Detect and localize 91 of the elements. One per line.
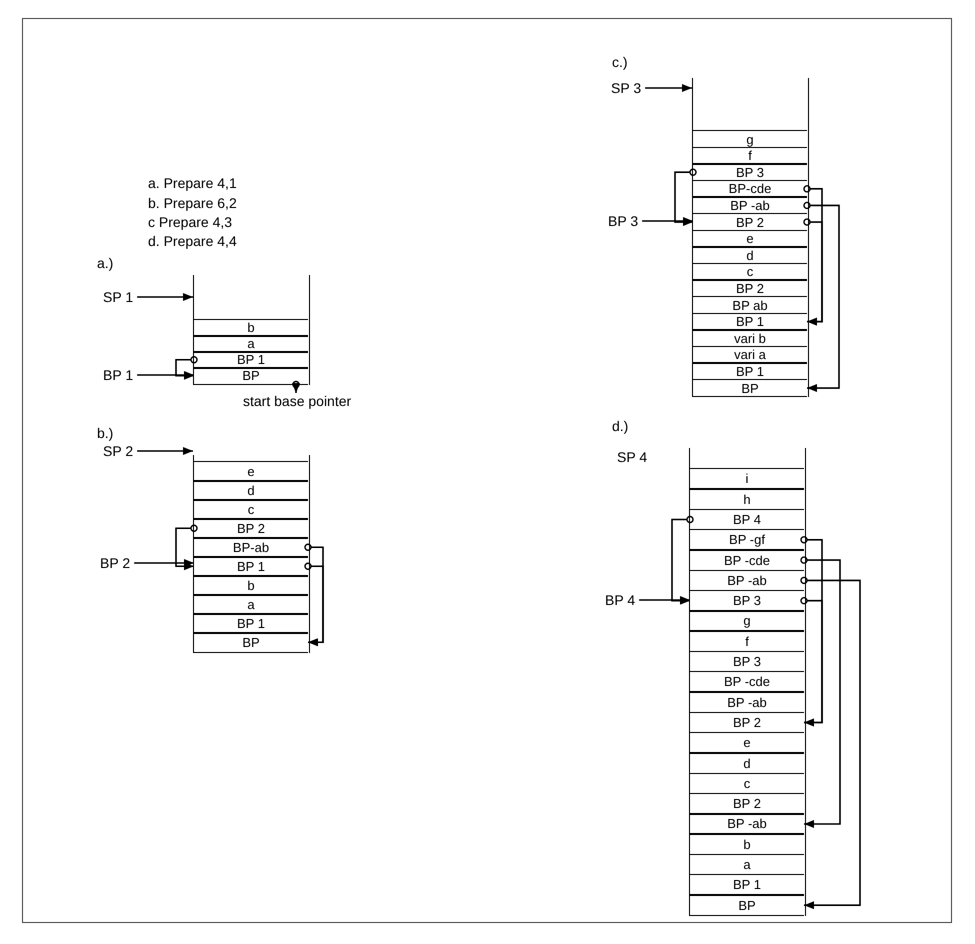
pointer-label: BP 4 bbox=[605, 592, 636, 608]
stack-cell: g bbox=[690, 610, 804, 632]
stack-cell: c bbox=[693, 262, 807, 281]
arrow bbox=[800, 576, 861, 910]
stack-cell: d bbox=[690, 752, 804, 774]
note-text: c.) bbox=[612, 54, 628, 70]
stack-cell: BP -ab bbox=[693, 196, 807, 214]
arrow bbox=[292, 380, 300, 393]
stack-cell: BP 1 bbox=[693, 362, 807, 380]
note-text: SP 4 bbox=[617, 449, 648, 465]
stack-cell: BP 4 bbox=[690, 508, 804, 530]
note-text: b.) bbox=[97, 425, 114, 441]
pointer-label: BP 1 bbox=[103, 367, 134, 383]
stack-cell: BP 1 bbox=[693, 312, 807, 331]
stack-cell: f bbox=[690, 630, 804, 652]
arrow bbox=[671, 516, 694, 605]
stack-cell: b bbox=[194, 575, 308, 596]
note-text: d.) bbox=[612, 418, 628, 434]
stack-cell: BP ab bbox=[693, 296, 807, 314]
arrow bbox=[304, 562, 324, 646]
arrow bbox=[645, 84, 692, 92]
stack-cell: BP 3 bbox=[690, 650, 804, 672]
stack-cell: BP 2 bbox=[690, 792, 804, 815]
note-text: d. Prepare 4,4 bbox=[148, 233, 237, 249]
stack-cell: e bbox=[693, 230, 807, 248]
stack-cell: g bbox=[693, 130, 807, 148]
stack-cell: BP 3 bbox=[693, 163, 807, 182]
arrow bbox=[137, 371, 194, 379]
stack-outline bbox=[193, 275, 310, 384]
stack-cell: vari a bbox=[693, 346, 807, 364]
stack-cell: BP 2 bbox=[690, 712, 804, 734]
stack-cell: BP -ab bbox=[690, 570, 804, 592]
arrow bbox=[134, 559, 194, 567]
arrow bbox=[800, 556, 841, 828]
stack-cell: BP 1 bbox=[194, 613, 308, 634]
stack-cell: BP -cde bbox=[690, 671, 804, 693]
stack-cell: BP 3 bbox=[690, 590, 804, 612]
stack-cell: b bbox=[690, 833, 804, 856]
stack-cell: BP -ab bbox=[690, 813, 804, 835]
note-text: a. Prepare 4,1 bbox=[148, 175, 237, 191]
stack-cell: BP 2 bbox=[693, 279, 807, 298]
stack-cell: a bbox=[194, 594, 308, 614]
stack-cell: c bbox=[194, 499, 308, 520]
arrow bbox=[175, 356, 198, 380]
pointer-label: SP 3 bbox=[611, 80, 642, 96]
arrow bbox=[803, 202, 840, 392]
note-text: b. Prepare 6,2 bbox=[148, 195, 237, 211]
pointer-label: BP 2 bbox=[100, 555, 130, 571]
stack-cell: c bbox=[690, 772, 804, 794]
pointer-label: SP 2 bbox=[103, 443, 134, 459]
note-text: c Prepare 4,3 bbox=[148, 214, 232, 230]
stack-cell: a bbox=[690, 854, 804, 876]
stack-cell: BP 1 bbox=[194, 556, 308, 576]
stack-cell: BP 1 bbox=[194, 351, 308, 368]
stack-cell: a bbox=[194, 335, 308, 352]
arrow bbox=[137, 447, 193, 455]
arrow bbox=[137, 293, 193, 301]
stack-cell: i bbox=[690, 468, 804, 490]
note-text: a.) bbox=[97, 255, 114, 271]
stack-cell: BP 2 bbox=[693, 213, 807, 232]
stack-cell: e bbox=[690, 732, 804, 754]
stack-cell: BP-cde bbox=[693, 180, 807, 198]
stack-outline bbox=[193, 455, 310, 652]
arrow bbox=[800, 597, 823, 726]
stack-cell: f bbox=[693, 146, 807, 165]
stack-cell: BP 2 bbox=[194, 518, 308, 538]
stack-cell: BP -cde bbox=[690, 549, 804, 571]
stack-cell: BP bbox=[194, 632, 308, 652]
pointer-label: BP 3 bbox=[608, 213, 638, 229]
stack-cell: BP bbox=[194, 367, 308, 384]
stack-cell: e bbox=[194, 461, 308, 482]
stack-cell: BP-ab bbox=[194, 537, 308, 558]
stack-cell: vari b bbox=[693, 329, 807, 348]
pointer-label: SP 1 bbox=[103, 289, 134, 305]
arrow bbox=[803, 218, 823, 326]
stack-cell: h bbox=[690, 488, 804, 510]
stack-cell: BP bbox=[693, 379, 807, 398]
stack-cell: b bbox=[194, 319, 308, 336]
stack-cell: BP -ab bbox=[690, 691, 804, 714]
stack-outline bbox=[692, 78, 809, 398]
stack-cell: BP bbox=[690, 894, 804, 916]
arrow bbox=[175, 524, 198, 570]
stack-cell: BP -gf bbox=[690, 528, 804, 551]
arrow bbox=[642, 217, 693, 225]
arrow bbox=[674, 168, 697, 226]
arrow bbox=[639, 596, 690, 604]
pointer-label: start base pointer bbox=[243, 393, 352, 409]
stack-cell: BP 1 bbox=[690, 874, 804, 896]
stack-cell: d bbox=[693, 246, 807, 264]
stack-outline bbox=[689, 448, 806, 916]
stack-cell: d bbox=[194, 480, 308, 500]
